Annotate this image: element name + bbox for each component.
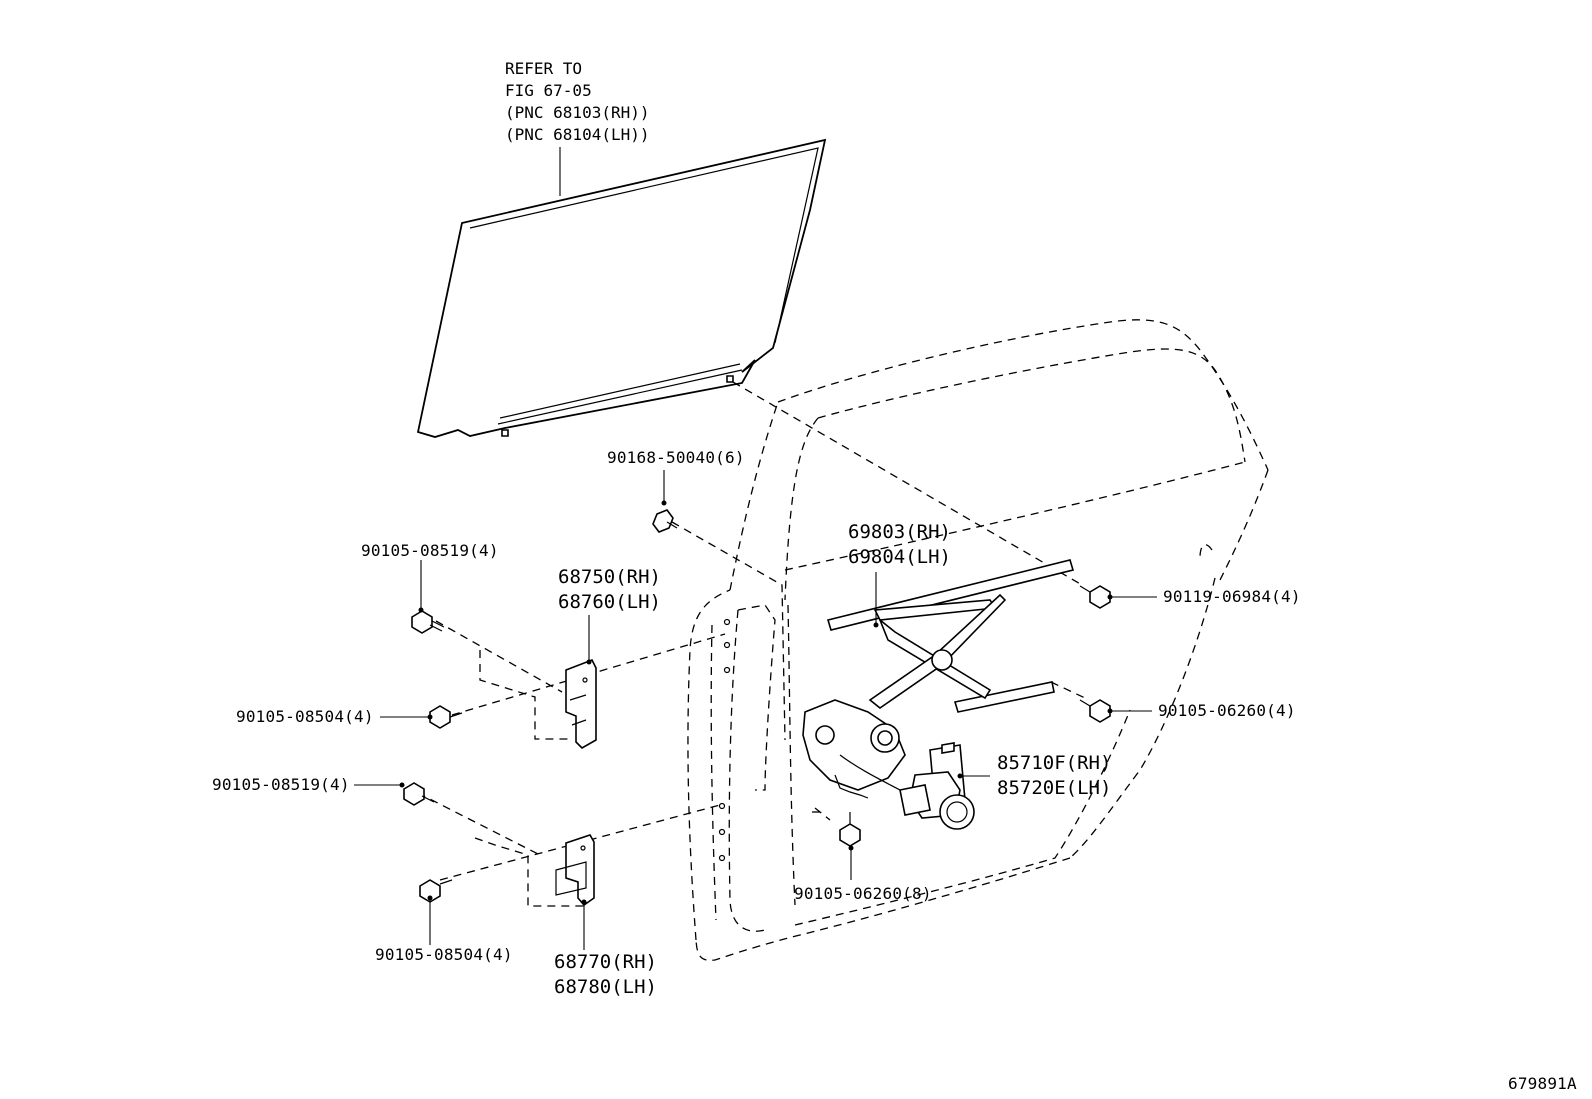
label-regulator-rh: 69803(RH) [848,521,951,543]
bolt-90105-06260-bottom-icon [839,812,861,847]
label-bolt-90168: 90168-50040(6) [607,448,745,467]
refer-note-line-3: (PNC 68103(RH)) [505,103,650,122]
refer-note-line-1: REFER TO [505,59,582,78]
door-glass [416,138,827,438]
bolt-90105-08519-lower-icon [403,782,435,806]
figure-id: 679891A [1508,1074,1577,1093]
label-bolt-90119: 90119-06984(4) [1163,587,1301,606]
refer-note-line-4: (PNC 68104(LH)) [505,125,650,144]
label-bolt-90105-08504-upper: 90105-08504(4) [236,707,374,726]
leader-lines [354,147,1157,950]
label-bolt-90105-06260-bottom: 90105-06260(8) [794,884,932,903]
label-bolt-90105-08519-upper: 90105-08519(4) [361,541,499,560]
label-upper-channel-rh: 68750(RH) [558,566,661,588]
refer-note: REFER TO FIG 67-05 (PNC 68103(RH)) (PNC … [505,59,650,144]
label-bolt-90105-08504-lower: 90105-08504(4) [375,945,513,964]
assembly-lines [417,381,1086,907]
bolt-90105-08519-upper-icon [411,610,445,634]
label-lower-channel-rh: 68770(RH) [554,951,657,973]
label-bolt-90105-08519-lower: 90105-08519(4) [212,775,350,794]
lower-run-channel [555,834,595,907]
bolt-90119-icon [1079,585,1111,609]
upper-run-channel [565,658,597,749]
bolt-90105-08504-lower-icon [419,879,453,903]
label-motor-rh: 85710F(RH) [997,752,1111,774]
refer-note-line-2: FIG 67-05 [505,81,592,100]
bolt-90105-06260-right-icon [1079,699,1111,723]
label-motor-lh: 85720E(LH) [997,777,1111,799]
window-regulator [802,559,1075,799]
label-regulator-lh: 69804(LH) [848,546,951,568]
bolt-90105-08504-upper-icon [429,705,463,729]
door-panel-outline [687,319,1269,961]
label-upper-channel-lh: 68760(LH) [558,591,661,613]
regulator-motor [899,742,975,830]
label-bolt-90105-06260-right: 90105-06260(4) [1158,701,1296,720]
label-lower-channel-lh: 68780(LH) [554,976,657,998]
bolt-90168-icon [652,509,678,533]
